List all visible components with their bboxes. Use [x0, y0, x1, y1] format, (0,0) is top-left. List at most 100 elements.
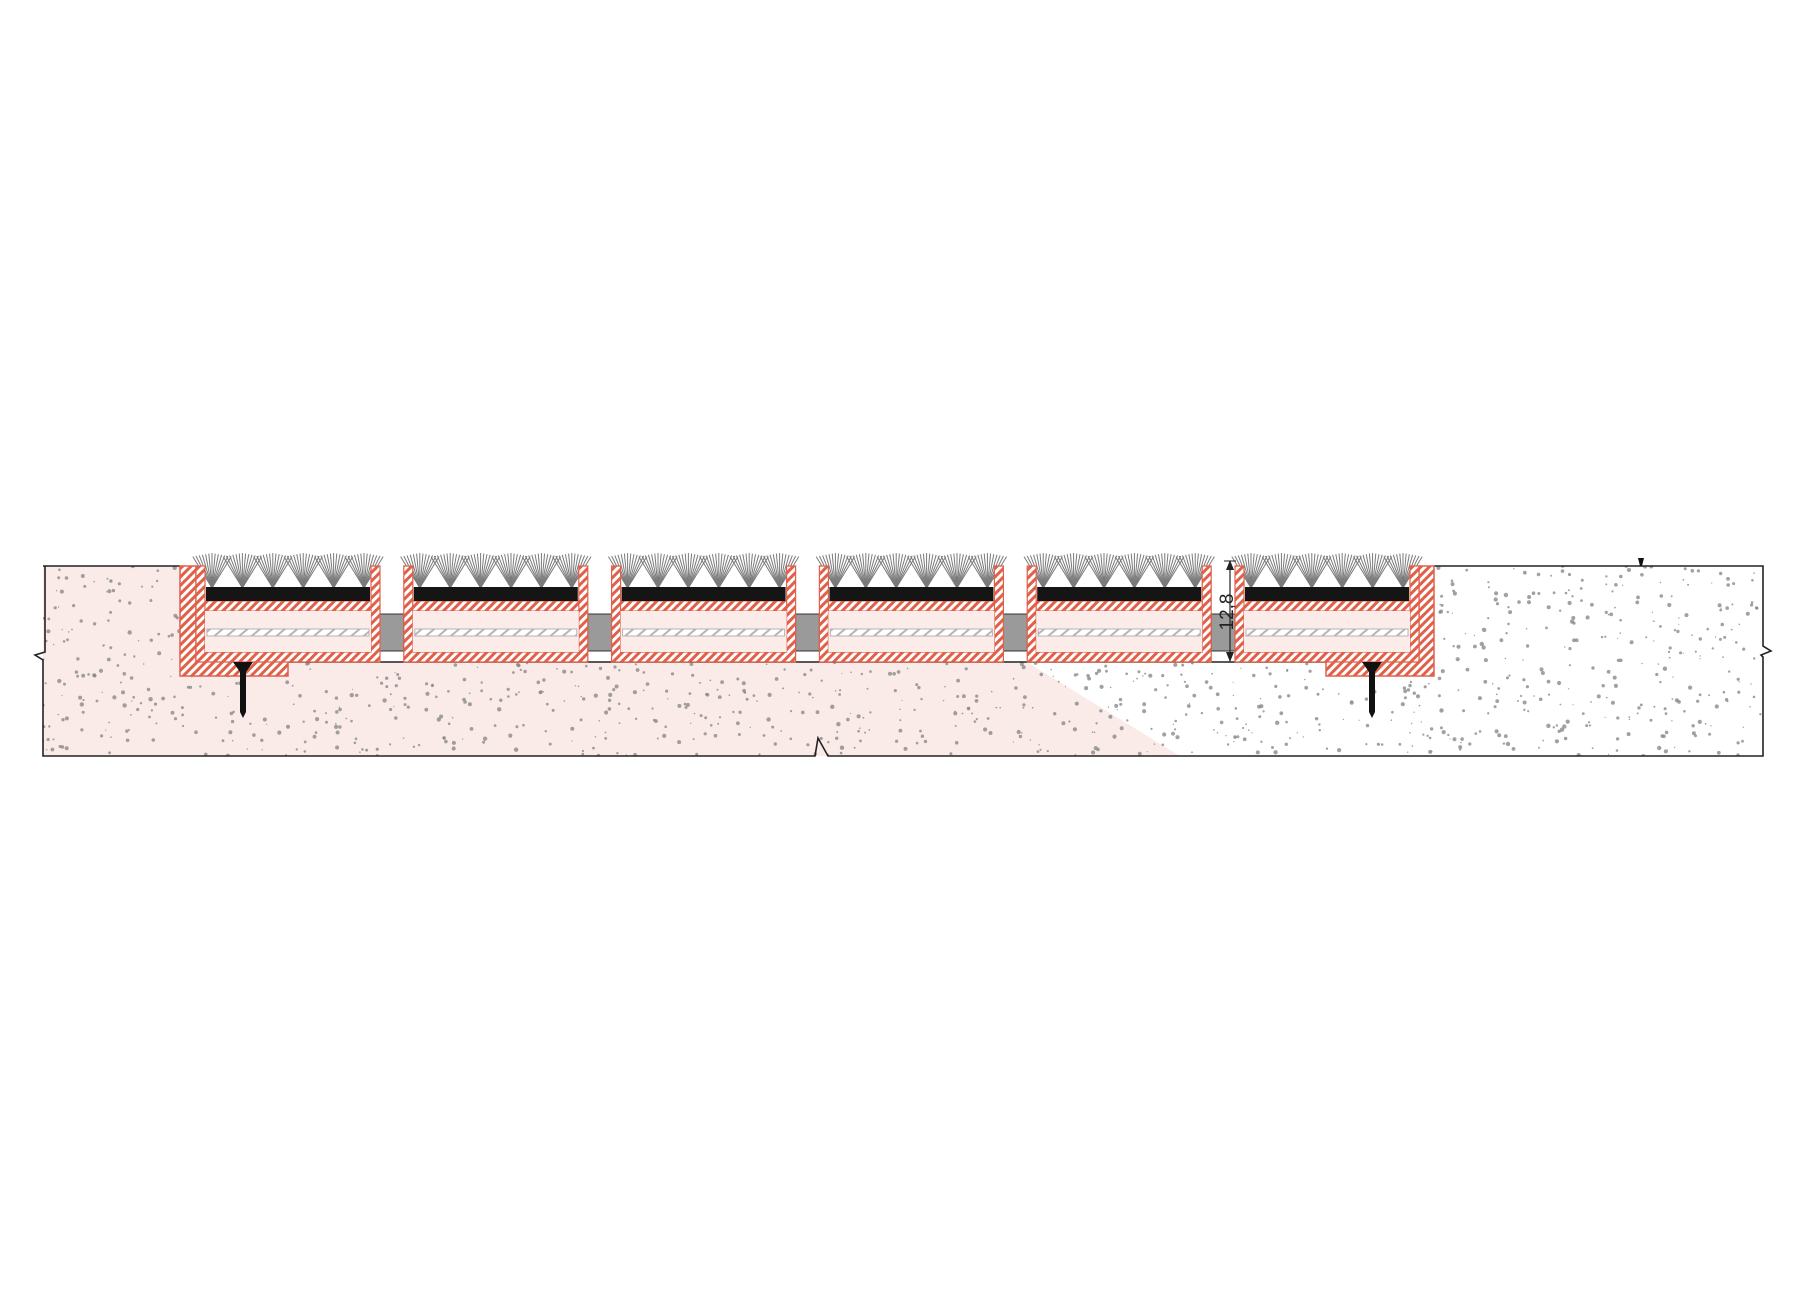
speckle: [571, 740, 573, 742]
speckle: [581, 752, 585, 756]
speckle: [315, 717, 320, 722]
speckle: [1242, 726, 1245, 730]
speckle: [120, 681, 122, 684]
speckle: [380, 681, 384, 685]
speckle: [128, 601, 132, 605]
speckle: [1440, 603, 1444, 607]
speckle: [1260, 740, 1263, 743]
speckle: [493, 724, 497, 727]
speckle: [1019, 662, 1024, 667]
speckle: [382, 698, 387, 703]
speckle: [692, 738, 695, 741]
speckle: [1605, 575, 1608, 578]
channel-shelf: [412, 600, 580, 612]
speckle: [170, 710, 175, 715]
speckle: [109, 610, 113, 614]
speckle: [235, 681, 239, 685]
speckle: [1696, 569, 1700, 573]
speckle: [1422, 733, 1425, 736]
channel-profile: [1026, 565, 1212, 663]
speckle: [1022, 706, 1025, 709]
speckle: [896, 670, 901, 674]
speckle: [836, 722, 841, 727]
speckle: [703, 732, 707, 736]
speckle: [859, 727, 861, 729]
speckle: [1659, 625, 1662, 628]
speckle: [1614, 583, 1618, 587]
speckle: [954, 724, 957, 727]
speckle: [1522, 700, 1527, 705]
speckle: [1112, 734, 1117, 739]
speckle: [548, 742, 552, 746]
speckle: [1491, 682, 1494, 685]
speckle: [594, 736, 597, 738]
speckle: [1667, 650, 1671, 654]
speckle: [841, 672, 843, 674]
speckle: [717, 695, 722, 699]
speckle: [1436, 566, 1441, 571]
speckle: [425, 682, 429, 686]
speckle: [1606, 669, 1611, 674]
speckle: [1376, 742, 1380, 746]
speckle: [834, 690, 837, 692]
speckle: [1023, 695, 1027, 699]
speckle: [1691, 634, 1693, 636]
speckle: [1723, 635, 1727, 639]
mat-channel: [192, 553, 384, 663]
speckle: [149, 638, 153, 642]
speckle: [869, 670, 872, 673]
speckle: [447, 690, 450, 693]
speckle: [513, 747, 519, 752]
speckle: [1420, 721, 1423, 723]
speckle: [1036, 750, 1040, 753]
speckle: [188, 685, 193, 690]
speckle: [127, 630, 132, 635]
spacer-strips: [379, 613, 1236, 652]
speckle: [64, 716, 69, 721]
speckle: [539, 690, 543, 694]
speckle: [1736, 677, 1740, 681]
speckle: [121, 690, 125, 695]
speckle: [1555, 724, 1559, 727]
speckle: [1072, 727, 1077, 732]
speckle: [942, 699, 945, 702]
speckle: [1572, 704, 1574, 706]
speckle: [469, 727, 474, 731]
speckle: [720, 680, 724, 684]
speckle: [1546, 723, 1551, 728]
speckle: [194, 730, 198, 734]
speckle: [338, 706, 340, 708]
speckle: [1671, 720, 1673, 722]
speckle: [1637, 706, 1641, 710]
speckle: [1542, 739, 1545, 742]
speckle: [642, 689, 645, 692]
speckle: [1465, 568, 1469, 572]
speckle: [618, 669, 621, 672]
speckle: [298, 694, 302, 698]
speckle: [1674, 746, 1676, 749]
speckle: [468, 692, 471, 694]
speckle: [607, 698, 612, 702]
speckle: [1717, 603, 1722, 608]
speckle: [1585, 724, 1589, 728]
speckle: [1574, 638, 1579, 643]
speckle: [1479, 641, 1485, 647]
speckle: [156, 569, 160, 572]
speckle: [1273, 750, 1278, 755]
speckle: [133, 655, 136, 658]
speckle: [1073, 673, 1077, 677]
speckle: [354, 737, 358, 741]
speckle: [830, 704, 835, 709]
speckle: [1726, 583, 1730, 587]
speckle: [544, 730, 547, 733]
rubber-insert: [829, 587, 994, 601]
speckle: [563, 700, 566, 702]
slab-outline: [33, 565, 1773, 757]
speckle: [1483, 658, 1488, 663]
speckle: [1652, 620, 1655, 623]
speckle: [1192, 693, 1197, 698]
speckle: [1451, 612, 1453, 614]
speckle: [1091, 750, 1096, 755]
speckle: [618, 722, 621, 725]
speckle: [677, 703, 682, 708]
